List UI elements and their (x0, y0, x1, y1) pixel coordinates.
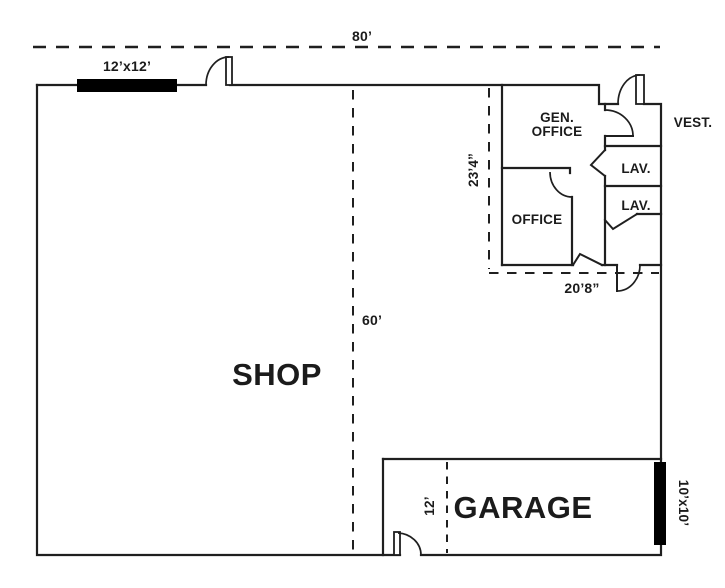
shop-entry-door-icon (205, 56, 233, 86)
gen-office-room-label-line1: GEN. (540, 110, 574, 125)
garage-door-width-dimension-label: 12’ (422, 496, 437, 515)
door-symbols (205, 56, 645, 556)
overhead-doors (77, 79, 666, 545)
overhead-door-10x10-icon (654, 462, 666, 545)
lav-top-door-icon (589, 148, 607, 178)
overhead-door-10x10-label: 10’x10’ (676, 480, 691, 526)
interior-walls (381, 83, 663, 557)
vestibule-room-label: VEST. (674, 115, 713, 130)
office-door-icon (549, 171, 573, 198)
lav-top-room-label: LAV. (621, 161, 650, 176)
outer-wall-left-bottom-right (35, 83, 663, 557)
corridor-shop-door-icon (571, 252, 604, 267)
shop-room-label: SHOP (232, 357, 322, 392)
lav-bottom-door-icon (603, 212, 639, 231)
overall-width-dimension-label: 80’ (352, 28, 372, 44)
vestibule-interior-door-icon (604, 109, 634, 137)
shop-depth-dimension-label: 60’ (362, 312, 382, 328)
garage-man-door-icon (393, 531, 422, 556)
office-room-label: OFFICE (512, 212, 563, 227)
overhead-door-12x12-icon (77, 79, 177, 92)
hall-shop-door-icon (616, 264, 641, 292)
gen-office-room-label-line2: OFFICE (532, 124, 583, 139)
gen-office-divider-wall (500, 166, 572, 175)
vestibule-entry-door-icon (617, 74, 645, 105)
lav-bottom-room-label: LAV. (621, 198, 650, 213)
exterior-walls (35, 83, 663, 557)
office-depth-dimension-label: 23’4” (466, 153, 481, 187)
labels: 80’ 12’x12’ GEN. OFFICE VEST. LAV. LAV. … (103, 28, 712, 526)
office-width-dimension-label: 20’8” (564, 280, 599, 296)
overhead-door-12x12-label: 12’x12’ (103, 58, 151, 74)
dimension-lines (33, 45, 660, 553)
garage-room-label: GARAGE (453, 490, 592, 525)
